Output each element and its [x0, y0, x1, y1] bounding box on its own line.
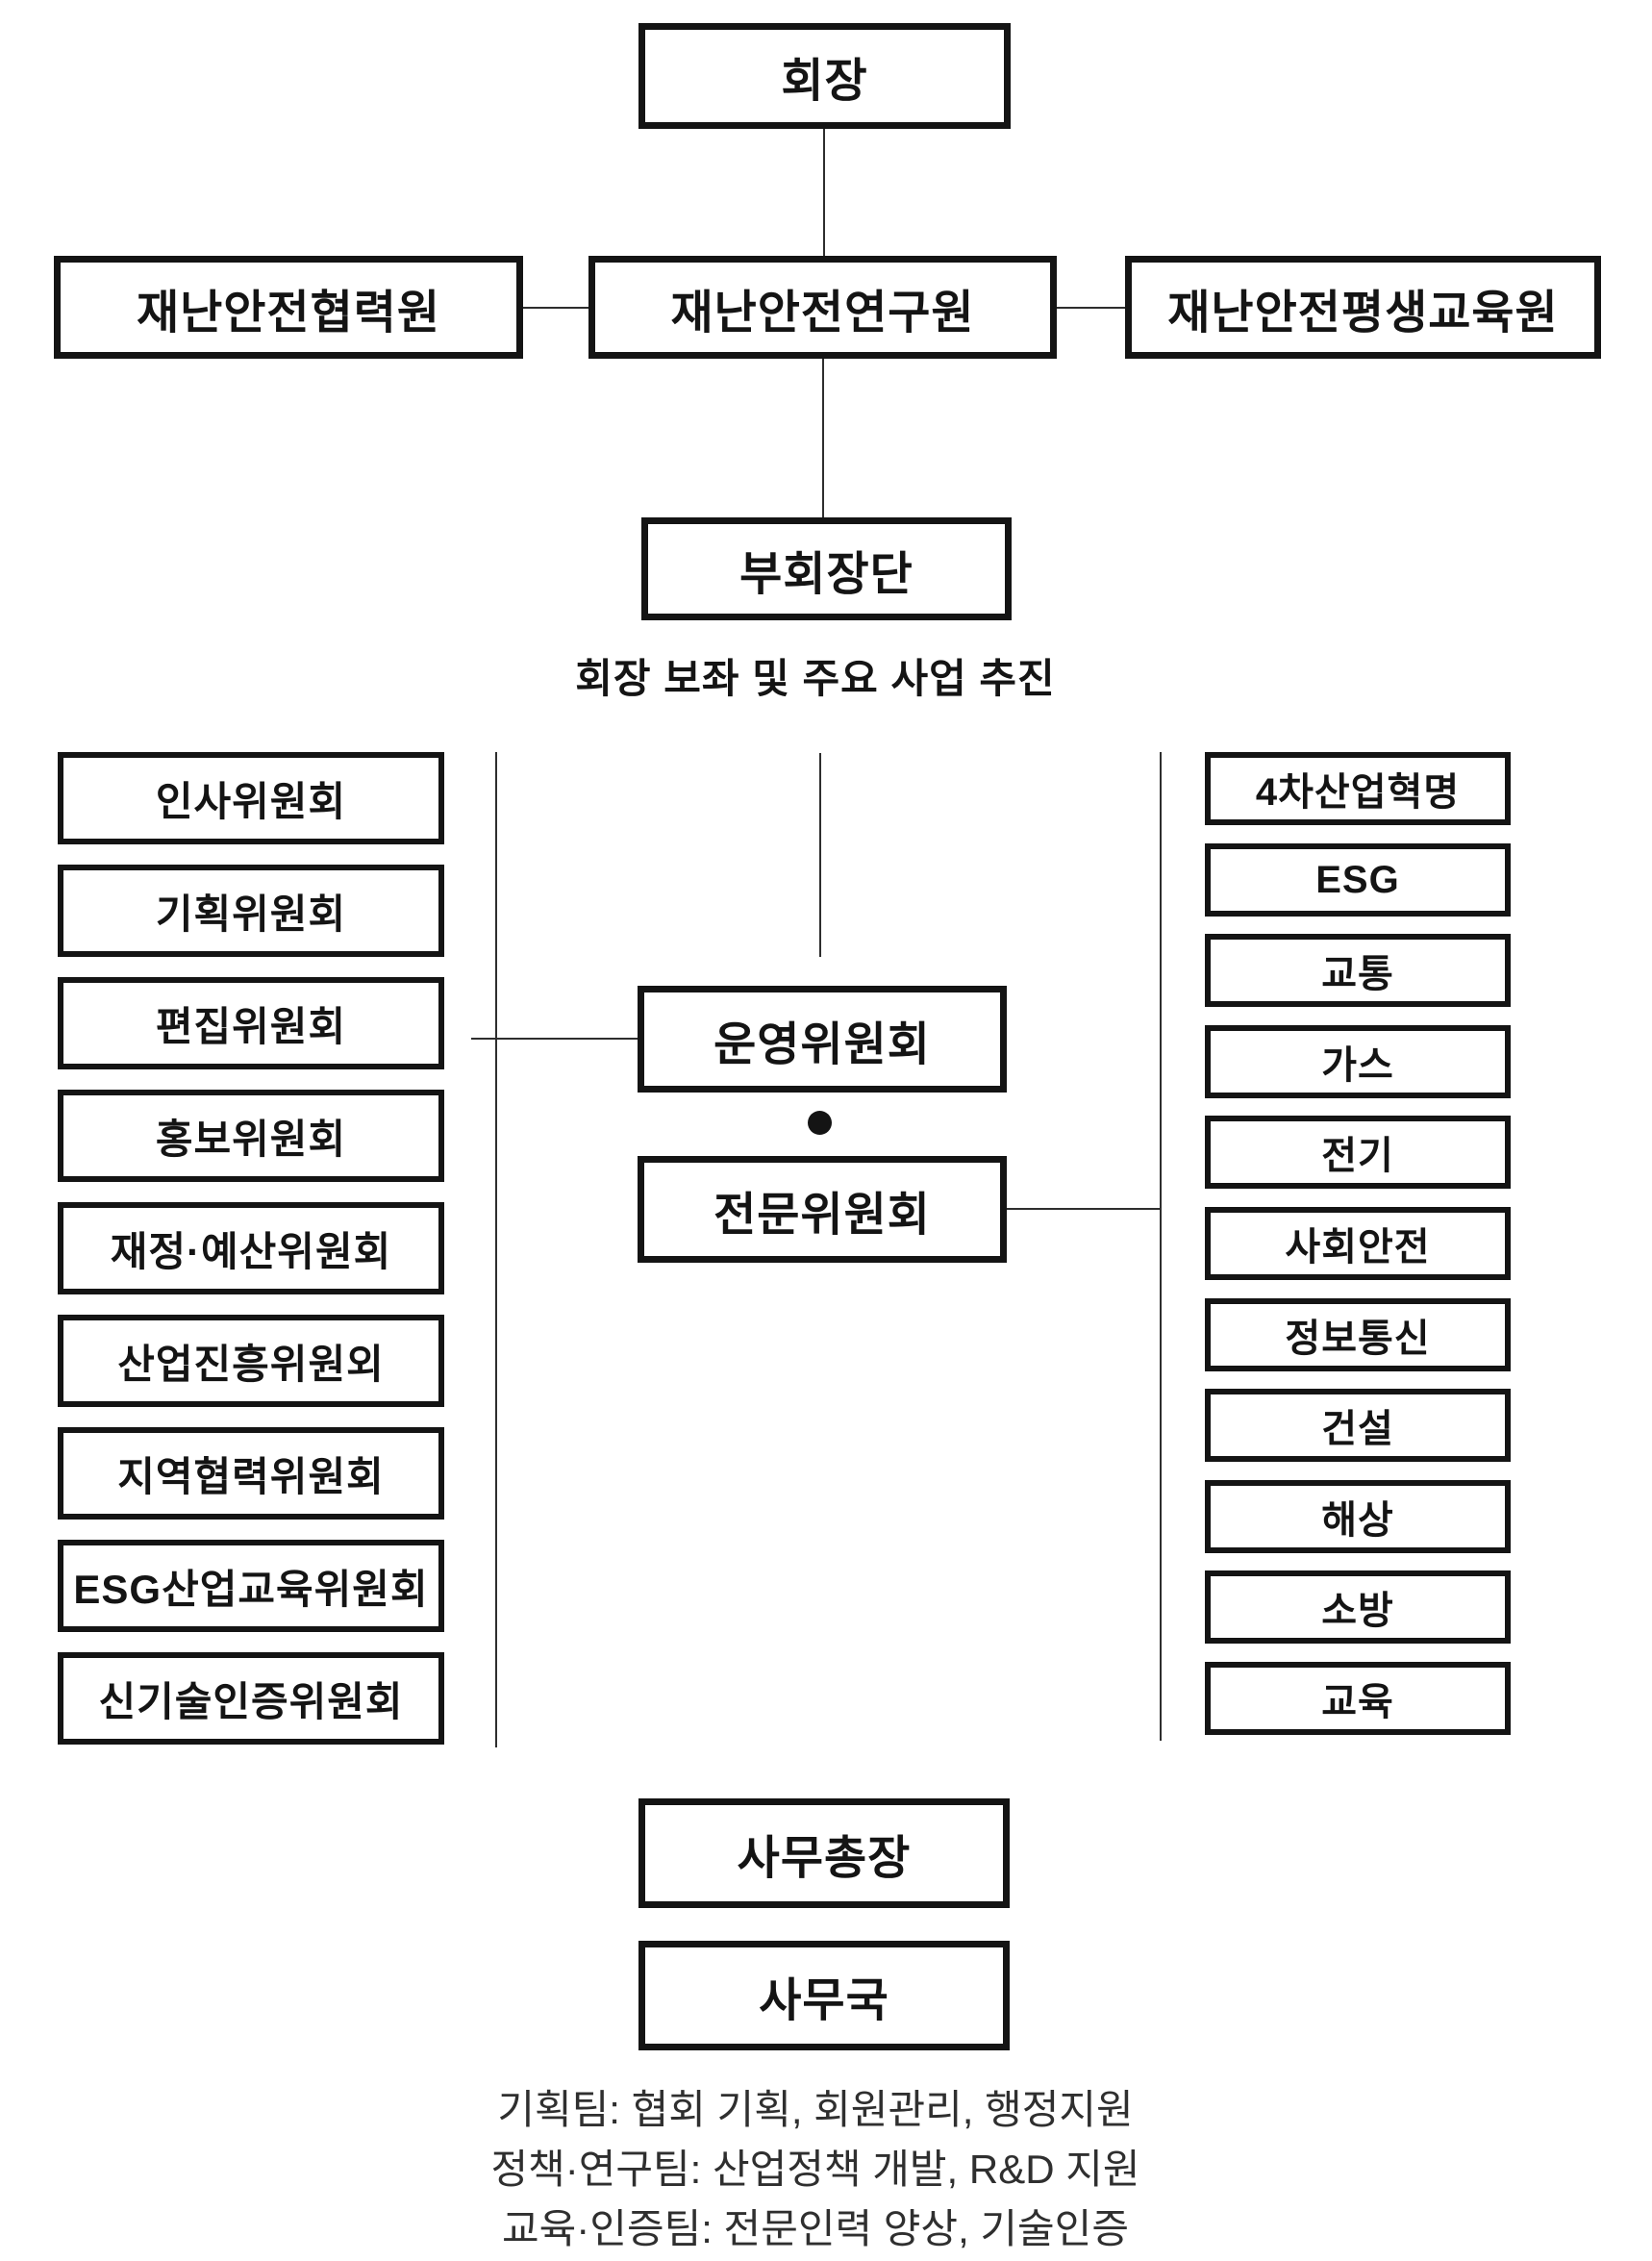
field-fire-box: 소방 [1205, 1570, 1511, 1644]
field-maritime-box: 해상 [1205, 1480, 1511, 1553]
committee-planning-box: 기획위원회 [58, 865, 444, 957]
operating-committee-box: 운영위원회 [638, 986, 1007, 1093]
committee-industry-promotion-box: 산업진흥위원외 [58, 1315, 444, 1407]
lifelong-education-institute-box: 재난안전평생교육원 [1125, 256, 1601, 359]
field-education-box: 교육 [1205, 1662, 1511, 1735]
expert-committee-box: 전문위원회 [638, 1156, 1007, 1263]
field-4th-industrial-revolution-box: 4차산업혁명 [1205, 752, 1511, 825]
committee-editorial-box: 편집위원회 [58, 977, 444, 1069]
connector-expert-rail [1007, 1208, 1160, 1210]
committee-finance-budget-box: 재정·예산위원회 [58, 1202, 444, 1294]
bullet-dot [808, 1111, 832, 1135]
field-traffic-box: 교통 [1205, 934, 1511, 1007]
connector-cooperation-research [523, 307, 588, 309]
connector-research-lifelong [1057, 307, 1125, 309]
left-committees-rail [495, 752, 497, 1747]
field-electric-box: 전기 [1205, 1116, 1511, 1189]
committee-regional-cooperation-box: 지역협력위원회 [58, 1427, 444, 1520]
chairman-box: 회장 [638, 23, 1011, 129]
vice-chair-group-box: 부회장단 [641, 517, 1012, 620]
team-notes: 기획팀: 협회 기획, 회원관리, 행정지원 정책·연구팀: 산업정책 개발, … [238, 2080, 1392, 2259]
cooperation-institute-box: 재난안전협력원 [54, 256, 523, 359]
field-social-safety-box: 사회안전 [1205, 1207, 1511, 1280]
committee-personnel-box: 인사위원회 [58, 752, 444, 844]
connector-rail-operating [471, 1038, 638, 1040]
note-planning-team: 기획팀: 협회 기획, 회원관리, 행정지원 [497, 2087, 1134, 2132]
field-ict-box: 정보통신 [1205, 1298, 1511, 1371]
right-fields-rail [1160, 752, 1162, 1741]
committee-new-tech-certification-box: 신기술인증위원회 [58, 1652, 444, 1745]
note-education-cert-team: 교육·인증팀: 전문인력 양상, 기술인증 [502, 2206, 1129, 2251]
secretariat-box: 사무국 [638, 1941, 1010, 2050]
committee-esg-industry-education-box: ESG산업교육위원회 [58, 1540, 444, 1632]
committee-pr-box: 홍보위원회 [58, 1090, 444, 1182]
secretary-general-box: 사무총장 [638, 1798, 1010, 1908]
connector-chairman-research [823, 129, 825, 256]
note-policy-research-team: 정책·연구팀: 산업정책 개발, R&D 지원 [490, 2147, 1140, 2192]
field-gas-box: 가스 [1205, 1025, 1511, 1098]
field-construction-box: 건설 [1205, 1389, 1511, 1462]
field-esg-box: ESG [1205, 843, 1511, 917]
research-institute-box: 재난안전연구원 [588, 256, 1057, 359]
connector-research-vicechair [822, 359, 824, 517]
connector-vicechair-operating [819, 753, 821, 957]
vice-chair-subtitle: 회장 보좌 및 주요 사업 추진 [575, 656, 1056, 701]
